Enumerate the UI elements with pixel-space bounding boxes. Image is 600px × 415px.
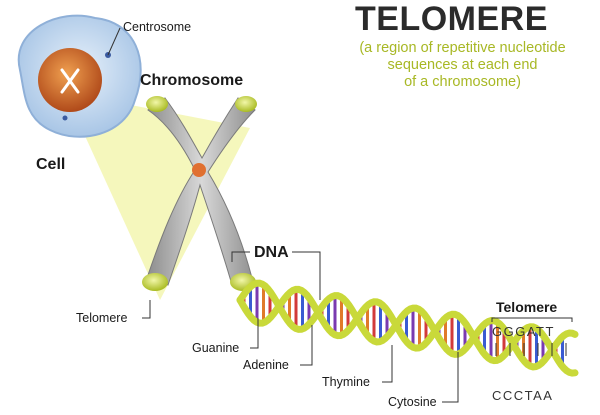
label-centrosome: Centrosome xyxy=(123,20,192,34)
telomere-cap xyxy=(146,96,168,112)
telomere-cap xyxy=(235,96,257,112)
subtitle-line: sequences at each end xyxy=(387,57,538,73)
telomere-right-bracket xyxy=(491,317,573,322)
label-telomere-right: Telomere xyxy=(496,299,558,315)
subtitle: (a region of repetitive nucleotide seque… xyxy=(330,40,595,91)
subtitle-line: of a chromosome) xyxy=(404,74,521,90)
dna-leader xyxy=(231,251,250,262)
label-cytosine: Cytosine xyxy=(388,395,437,409)
centrosome-leader xyxy=(107,27,121,56)
label-telomere-left: Telomere xyxy=(76,311,128,325)
page-title: TELOMERE xyxy=(355,0,548,38)
adenine-leader xyxy=(300,325,313,366)
dna-backbone-strand xyxy=(236,279,579,371)
dna-backbone-strand xyxy=(236,285,579,377)
cell-illustration xyxy=(17,14,142,138)
label-guanine: Guanine xyxy=(192,341,240,355)
sequence-bottom: CCCTAA xyxy=(492,388,554,403)
dna-helix xyxy=(236,279,579,377)
chromosome-illustration xyxy=(142,96,257,291)
telomere-cap xyxy=(142,273,168,291)
label-thymine: Thymine xyxy=(322,375,370,389)
label-cell: Cell xyxy=(36,156,66,173)
sequence-top: GGGATT xyxy=(492,324,555,339)
centromere xyxy=(192,163,206,177)
thymine-leader xyxy=(382,345,393,383)
cytosine-leader xyxy=(442,352,459,403)
label-adenine: Adenine xyxy=(243,358,289,372)
subtitle-line: (a region of repetitive nucleotide xyxy=(359,40,566,56)
label-dna: DNA xyxy=(254,244,289,261)
label-chromosome: Chromosome xyxy=(140,72,244,89)
cell-chromosome-icon xyxy=(60,68,80,94)
telomere-left-leader xyxy=(142,300,151,319)
leader-lines xyxy=(142,251,573,403)
dna-leader xyxy=(292,251,321,300)
guanine-leader xyxy=(250,318,259,349)
